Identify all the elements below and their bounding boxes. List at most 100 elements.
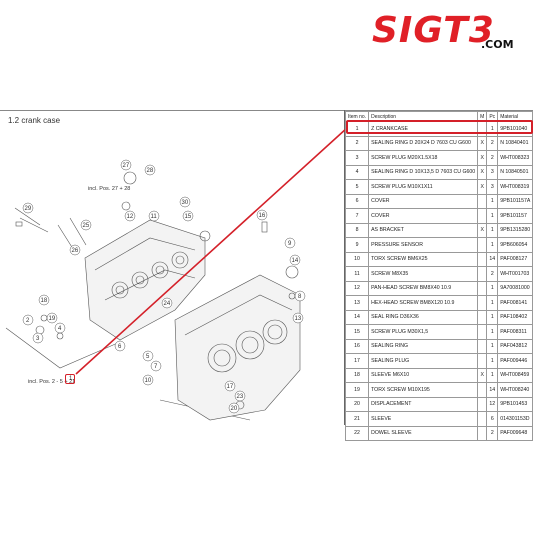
cell-pos: 12 <box>344 280 370 296</box>
cell-pos: 11 <box>344 266 370 282</box>
svg-text:19: 19 <box>49 316 56 322</box>
svg-text:18: 18 <box>41 298 48 304</box>
cell-pos: 18 <box>344 367 370 383</box>
cell-m <box>477 338 488 354</box>
cell-pos: 7 <box>344 208 370 224</box>
cell-m: X <box>477 367 488 383</box>
svg-text:23: 23 <box>237 394 244 400</box>
callout-upper: incl. Pos. 27 + 28 <box>88 186 131 192</box>
cell-description: SLEEVE <box>368 411 479 427</box>
highlight-row-1 <box>346 120 533 134</box>
cell-pc: 1 <box>486 280 499 296</box>
cell-description: SEALING RING D 10X13,5 D 7603 CU G600 <box>368 164 479 180</box>
svg-text:12: 12 <box>127 214 134 220</box>
cell-material: 9PB606054 <box>497 237 533 253</box>
svg-text:17: 17 <box>227 384 234 390</box>
cell-material: PAF009648 <box>497 425 533 441</box>
cell-pos: 15 <box>344 324 370 340</box>
cell-pos: 3 <box>344 150 370 166</box>
brand-logo[interactable]: SIGT3 <box>368 10 518 52</box>
svg-text:16: 16 <box>259 213 266 219</box>
cell-material: N 10840401 <box>497 135 533 151</box>
svg-text:30: 30 <box>182 200 189 206</box>
crankcase-drawing: 29 27 28 30 25 12 11 15 16 9 26 14 8 13 … <box>5 159 306 421</box>
svg-text:7: 7 <box>154 364 158 370</box>
cell-m <box>477 193 488 209</box>
cell-pos: 14 <box>344 309 370 325</box>
section-title: 1.2 crank case <box>8 116 61 125</box>
label-1[interactable]: 1 <box>69 376 73 382</box>
svg-text:8: 8 <box>298 294 302 300</box>
cell-material: WHT001703 <box>497 266 533 282</box>
cell-description: SLEEVE M6X10 <box>368 367 479 383</box>
cell-pos: 13 <box>344 295 370 311</box>
cell-material: WHT008459 <box>497 367 533 383</box>
cell-material: PAF008311 <box>497 324 533 340</box>
brand-domain: .COM <box>481 38 514 51</box>
cell-m <box>477 411 488 427</box>
cell-description: SEALING RING D 20X24 D 7603 CU G600 <box>368 135 479 151</box>
cell-m: X <box>477 135 488 151</box>
cell-description: SCREW PLUG M30X1,5 <box>368 324 479 340</box>
svg-text:27: 27 <box>123 163 130 169</box>
cell-m <box>477 353 488 369</box>
cell-pc: 1 <box>486 208 499 224</box>
cell-m <box>477 266 488 282</box>
cell-description: SCREW PLUG M10X1X11 <box>368 179 479 195</box>
cell-pc: 1 <box>486 193 499 209</box>
cell-pc: 1 <box>486 309 499 325</box>
cell-pc: 14 <box>486 382 499 398</box>
document-frame <box>0 110 533 426</box>
cell-m <box>477 324 488 340</box>
cell-description: AS BRACKET <box>368 222 479 238</box>
cell-pc: 1 <box>486 353 499 369</box>
cell-material: PAF008127 <box>497 251 533 267</box>
cell-pos: 8 <box>344 222 370 238</box>
cell-pos: 10 <box>344 251 370 267</box>
cell-description: PAN-HEAD SCREW BM8X40 10.9 <box>368 280 479 296</box>
cell-description: SEALING RING <box>368 338 479 354</box>
highlight-item-1-marker <box>65 374 75 384</box>
cell-pos: 6 <box>344 193 370 209</box>
svg-text:13: 13 <box>295 316 302 322</box>
cell-description: TORX SCREW BM6X25 <box>368 251 479 267</box>
cell-m <box>477 237 488 253</box>
svg-text:9: 9 <box>288 241 292 247</box>
cell-pc: 1 <box>486 222 499 238</box>
cell-pc: 1 <box>486 237 499 253</box>
cell-pc: 12 <box>486 396 499 412</box>
cell-pos: 16 <box>344 338 370 354</box>
cell-pos: 4 <box>344 164 370 180</box>
cell-pos: 22 <box>344 425 370 441</box>
svg-text:SIGT3: SIGT3 <box>372 10 495 50</box>
cell-m: X <box>477 150 488 166</box>
cell-material: WHT008319 <box>497 179 533 195</box>
cell-pc: 1 <box>486 324 499 340</box>
svg-text:25: 25 <box>83 223 90 229</box>
cell-material: 014301153D <box>497 411 533 427</box>
cell-description: SEAL RING D36X36 <box>368 309 479 325</box>
cell-pc: 2 <box>486 150 499 166</box>
